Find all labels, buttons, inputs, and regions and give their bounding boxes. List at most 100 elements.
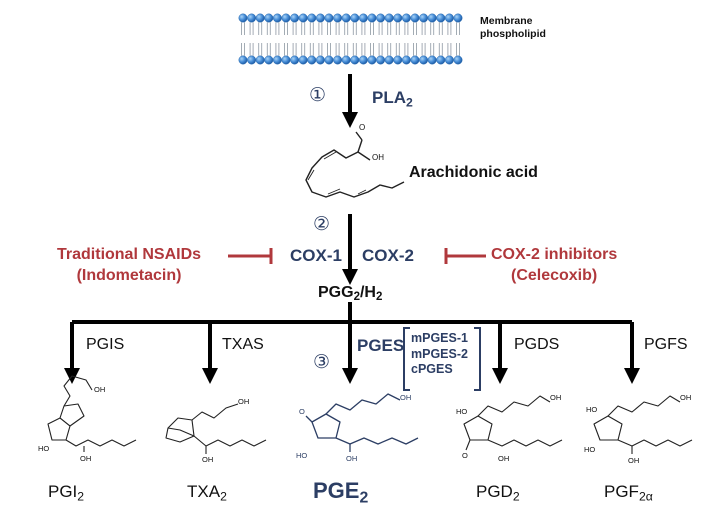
arachidonic-acid-label: Arachidonic acid	[409, 164, 538, 181]
lipid-tail	[284, 22, 288, 35]
lipid-head	[427, 55, 437, 65]
lipid-head	[376, 55, 386, 65]
lipid-head	[410, 13, 420, 23]
lipid-tail	[301, 22, 306, 35]
lipid-head	[444, 13, 454, 23]
lipid-head	[358, 55, 368, 65]
lipid-tail	[309, 43, 314, 56]
pge2-ho: HO	[296, 451, 308, 460]
pges-label: PGES	[357, 336, 405, 355]
pgi2-ho: HO	[38, 444, 50, 453]
lipid-head	[376, 13, 386, 23]
pgd2-oh-bottom: OH	[498, 454, 510, 463]
lipid-tail	[361, 43, 366, 56]
inhibition-cox2	[444, 248, 486, 264]
product-pgf2a: PGF2α	[604, 483, 653, 503]
txa2-structure	[165, 403, 267, 454]
lipid-head	[444, 55, 454, 65]
lipid-head	[436, 13, 446, 23]
step2-marker: ②	[313, 214, 331, 235]
pgd2-sub: 2	[512, 489, 520, 504]
lipid-tail	[456, 43, 460, 56]
pgf2a-oh-top: OH	[680, 393, 692, 402]
pgg2-h2-label: PGG2/H2	[318, 285, 382, 304]
lipid-tail	[249, 22, 254, 35]
isoform-mpges1: mPGES-1	[411, 331, 468, 345]
lipid-head	[341, 13, 351, 23]
lipid-head	[324, 55, 334, 65]
lipid-tail	[249, 43, 254, 56]
lipid-head	[453, 13, 463, 23]
nsaids-label: Traditional NSAIDs (Indometacin)	[57, 245, 201, 287]
product-txa2: TXA2	[187, 483, 227, 503]
isoform-mpges2: mPGES-2	[411, 346, 468, 361]
lipid-head	[358, 13, 368, 23]
lipid-head	[307, 55, 317, 65]
lipid-tail	[438, 43, 443, 56]
txa2-oh-top: OH	[238, 397, 250, 406]
h2-sub: 2	[375, 291, 383, 304]
lipid-tail	[301, 43, 306, 56]
lipid-tail	[430, 22, 435, 35]
lipid-tail	[318, 43, 323, 56]
lipid-head	[401, 13, 411, 23]
lipid-tail	[309, 22, 314, 35]
membrane-bilayer	[238, 13, 463, 65]
pge2-structure	[305, 393, 419, 452]
lipid-tail	[395, 22, 400, 35]
lipid-tail	[318, 22, 323, 35]
cox2-inhibitors-line2: (Celecoxib)	[510, 266, 598, 284]
lipid-tail	[395, 43, 400, 56]
lipid-tail	[378, 43, 383, 56]
lipid-tail	[344, 22, 349, 35]
nsaids-line2: (Indometacin)	[76, 266, 182, 284]
lipid-head	[419, 13, 429, 23]
membrane-label-line2: phospholipid	[480, 27, 546, 40]
lipid-head	[350, 55, 360, 65]
pge2-text: PGE	[313, 478, 360, 503]
lipid-head	[307, 13, 317, 23]
cox2-inhibitors-line1: COX-2 inhibitors	[491, 246, 618, 263]
lipid-tail	[275, 22, 280, 35]
nsaids-line1: Traditional NSAIDs	[57, 246, 202, 263]
lipid-head	[281, 13, 291, 23]
pgg2-sub: 2	[353, 291, 360, 304]
lipid-head	[255, 55, 265, 65]
step3-marker: ③	[313, 352, 331, 373]
lipid-tail	[335, 22, 340, 35]
pgf2a-ho-top: HO	[586, 405, 598, 414]
step1-marker: ①	[309, 85, 327, 106]
pgi2-oh-top: OH	[94, 385, 106, 394]
lipid-tail	[438, 22, 443, 35]
lipid-tail	[258, 22, 263, 35]
lipid-head	[315, 13, 325, 23]
lipid-tail	[447, 22, 452, 35]
h2-text: /H	[359, 284, 376, 301]
lipid-head	[272, 55, 282, 65]
lipid-head	[453, 55, 463, 65]
lipid-tail	[327, 22, 331, 35]
lipid-tail	[327, 43, 331, 56]
product-pgi2: PGI2	[48, 483, 84, 503]
pgg2-text: PGG	[318, 284, 354, 301]
lipid-tail	[413, 22, 417, 35]
lipid-head	[436, 55, 446, 65]
lipid-tail	[292, 22, 297, 35]
pge2-oh-bottom: OH	[346, 454, 358, 463]
pgi2-oh-bottom: OH	[80, 454, 92, 463]
lipid-tail	[241, 43, 245, 56]
pgi2-structure	[47, 375, 137, 452]
arachidonic-acid-structure	[305, 131, 405, 198]
pgd2-oh-top: OH	[550, 393, 562, 402]
lipid-head	[419, 55, 429, 65]
lipid-tail	[413, 43, 417, 56]
lipid-head	[298, 13, 308, 23]
lipid-tail	[361, 22, 366, 35]
lipid-head	[290, 55, 300, 65]
pge2-oh-top: OH	[400, 393, 412, 402]
lipid-head	[247, 13, 257, 23]
pla2-sub: 2	[406, 95, 413, 110]
cox1-label: COX-1	[290, 246, 342, 265]
lipid-head	[238, 55, 248, 65]
